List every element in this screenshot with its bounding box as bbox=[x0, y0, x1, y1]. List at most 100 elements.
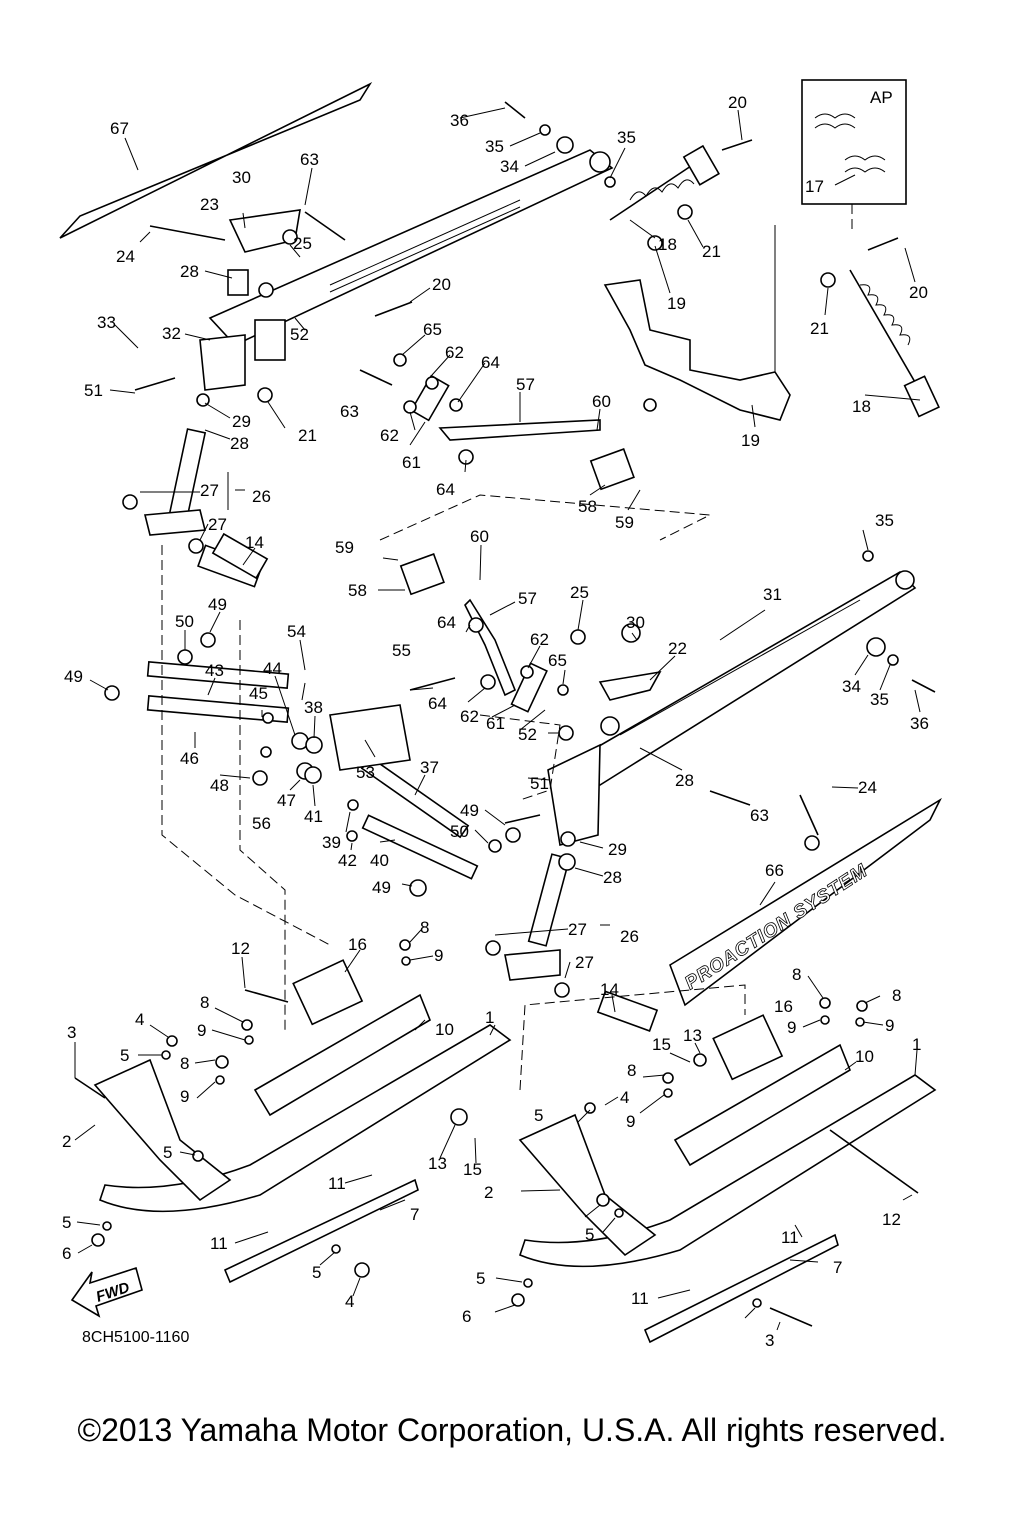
callout-label: 8 bbox=[420, 918, 429, 937]
callout-label: 61 bbox=[486, 714, 505, 733]
leader-lines bbox=[74, 107, 921, 1331]
callout-label: 62 bbox=[530, 630, 549, 649]
callout-label: 58 bbox=[578, 497, 597, 516]
callout-label: 18 bbox=[852, 397, 871, 416]
callout-label: 26 bbox=[252, 487, 271, 506]
callout-label: 40 bbox=[370, 851, 389, 870]
callout-label: 52 bbox=[290, 325, 309, 344]
callout-label: 67 bbox=[110, 119, 129, 138]
shock-absorber-right bbox=[849, 269, 940, 418]
callout-label: 5 bbox=[312, 1263, 321, 1282]
callout-label: 50 bbox=[175, 612, 194, 631]
callout-label: 42 bbox=[338, 851, 357, 870]
callout-label: 62 bbox=[445, 343, 464, 362]
right-ski bbox=[518, 1014, 937, 1344]
callout-label: 20 bbox=[728, 93, 747, 112]
callout-label: 8 bbox=[792, 965, 801, 984]
callout-label: 22 bbox=[668, 639, 687, 658]
callout-label: 61 bbox=[402, 453, 421, 472]
callout-label: 11 bbox=[210, 1234, 228, 1253]
decal-strip-66: PROACTION SYSTEM bbox=[669, 797, 942, 1007]
callout-label: 44 bbox=[263, 659, 282, 678]
callout-label: 2 bbox=[484, 1183, 493, 1202]
callout-label: 18 bbox=[658, 235, 677, 254]
callout-label: 5 bbox=[62, 1213, 71, 1232]
callout-label: 27 bbox=[208, 515, 227, 534]
decal-strip-67 bbox=[59, 82, 373, 239]
callout-label: 24 bbox=[858, 778, 877, 797]
callout-label: 10 bbox=[435, 1020, 454, 1039]
left-spindle bbox=[143, 428, 263, 588]
callout-label: 64 bbox=[428, 694, 447, 713]
copyright-notice: ©2013 Yamaha Motor Corporation, U.S.A. A… bbox=[77, 1412, 947, 1448]
callout-label: 55 bbox=[392, 641, 411, 660]
callout-label: 59 bbox=[335, 538, 354, 557]
callout-label: 45 bbox=[249, 684, 268, 703]
callout-label: 63 bbox=[300, 150, 319, 169]
callout-label: 20 bbox=[432, 275, 451, 294]
callout-label: 25 bbox=[570, 583, 589, 602]
callout-label: 15 bbox=[463, 1160, 482, 1179]
callout-label: 59 bbox=[615, 513, 634, 532]
steering-linkage-upper bbox=[410, 374, 635, 491]
callout-label: 30 bbox=[626, 613, 645, 632]
callout-label: 9 bbox=[626, 1112, 635, 1131]
callout-label: 28 bbox=[230, 434, 249, 453]
callout-label: 27 bbox=[575, 953, 594, 972]
callout-label: 16 bbox=[348, 935, 367, 954]
callout-label: 9 bbox=[885, 1016, 894, 1035]
callout-labels: 1 1 2 2 3 3 4 4 4 5 5 5 5 5 5 5 6 6 7 7 … bbox=[62, 93, 929, 1350]
callout-label: 4 bbox=[620, 1088, 629, 1107]
callout-label: 4 bbox=[345, 1292, 354, 1311]
callout-label: 8 bbox=[892, 986, 901, 1005]
callout-label: 57 bbox=[516, 375, 535, 394]
relation-lines bbox=[161, 494, 746, 1091]
callout-label: 53 bbox=[356, 763, 375, 782]
callout-label: 24 bbox=[116, 247, 135, 266]
bracket-19 bbox=[603, 225, 791, 421]
decal-brand-text: PROACTION SYSTEM bbox=[681, 860, 872, 994]
callout-label: 64 bbox=[481, 353, 500, 372]
callout-label: 47 bbox=[277, 791, 296, 810]
callout-label: 43 bbox=[205, 661, 224, 680]
callout-label: 35 bbox=[875, 511, 894, 530]
callout-label: 11 bbox=[328, 1174, 346, 1193]
callout-label: 11 bbox=[631, 1289, 649, 1308]
callout-label: 60 bbox=[470, 527, 489, 546]
callout-label: 38 bbox=[304, 698, 323, 717]
callout-label: 23 bbox=[200, 195, 219, 214]
callout-label: 46 bbox=[180, 749, 199, 768]
callout-label: 8 bbox=[180, 1054, 189, 1073]
callout-label: 12 bbox=[231, 939, 250, 958]
tie-rods bbox=[329, 704, 479, 880]
callout-label: 65 bbox=[423, 320, 442, 339]
callout-label: 34 bbox=[842, 677, 861, 696]
callout-label: 13 bbox=[428, 1154, 447, 1173]
callout-label: 7 bbox=[410, 1205, 419, 1224]
callout-label: 14 bbox=[600, 980, 619, 999]
callout-label: 29 bbox=[232, 412, 251, 431]
callout-label: 27 bbox=[568, 920, 587, 939]
callout-label: 29 bbox=[608, 840, 627, 859]
callout-label: 54 bbox=[287, 622, 306, 641]
hardware-parts bbox=[74, 101, 936, 1327]
callout-label: 5 bbox=[534, 1106, 543, 1125]
callout-label: 66 bbox=[765, 861, 784, 880]
callout-label: 49 bbox=[460, 801, 479, 820]
middle-linkage bbox=[399, 553, 662, 713]
callout-label: 1 bbox=[485, 1008, 494, 1027]
callout-label: 5 bbox=[120, 1046, 129, 1065]
callout-label: 21 bbox=[702, 242, 721, 261]
callout-label: 65 bbox=[548, 651, 567, 670]
callout-label: 52 bbox=[518, 725, 537, 744]
callout-label: 49 bbox=[208, 595, 227, 614]
callout-label: 39 bbox=[322, 833, 341, 852]
callout-label: 5 bbox=[585, 1225, 594, 1244]
callout-label: 21 bbox=[810, 319, 829, 338]
callout-label: 64 bbox=[436, 480, 455, 499]
callout-label: 8 bbox=[627, 1061, 636, 1080]
callout-label: 17 bbox=[805, 177, 824, 196]
callout-label: 35 bbox=[485, 137, 504, 156]
callout-label: 49 bbox=[64, 667, 83, 686]
callout-label: 19 bbox=[741, 431, 760, 450]
